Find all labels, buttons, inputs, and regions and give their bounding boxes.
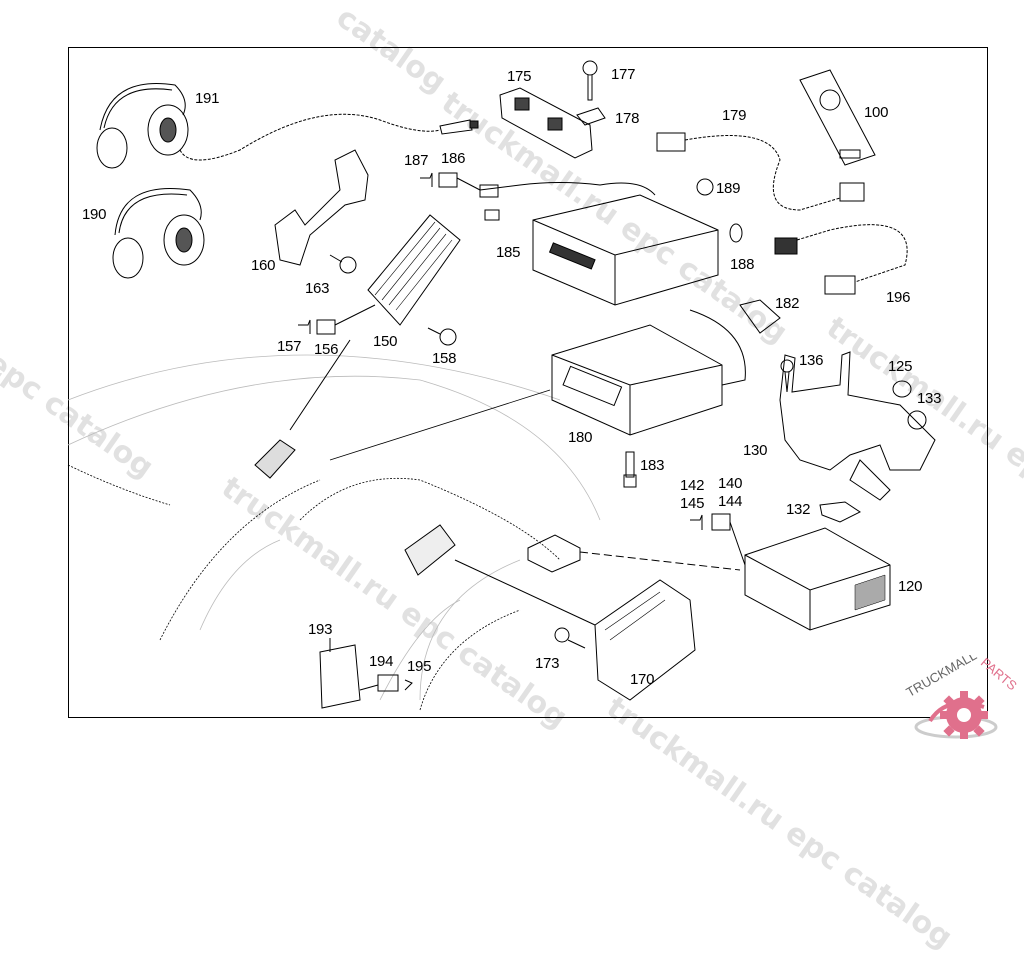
screw-177 bbox=[582, 60, 598, 101]
vehicle-dash bbox=[67, 464, 561, 711]
amplifier-150 bbox=[367, 214, 461, 326]
cable-196 bbox=[774, 224, 908, 295]
callout-170[interactable]: 170 bbox=[630, 671, 655, 688]
callout-120[interactable]: 120 bbox=[898, 578, 923, 595]
callout-178[interactable]: 178 bbox=[615, 110, 640, 127]
bolt-163 bbox=[329, 254, 357, 274]
callout-145[interactable]: 145 bbox=[680, 495, 705, 512]
cable-179 bbox=[656, 132, 865, 211]
callout-132[interactable]: 132 bbox=[786, 501, 811, 518]
pad-132 bbox=[819, 501, 861, 523]
callout-173[interactable]: 173 bbox=[535, 655, 560, 672]
callout-189[interactable]: 189 bbox=[716, 180, 741, 197]
wiring-harness-185 bbox=[479, 182, 656, 196]
nut-125 bbox=[892, 380, 912, 398]
callout-195[interactable]: 195 bbox=[407, 658, 432, 675]
clip-178 bbox=[576, 107, 606, 126]
control-unit-170 bbox=[594, 579, 696, 701]
callout-190[interactable]: 190 bbox=[82, 206, 107, 223]
callout-150[interactable]: 150 bbox=[373, 333, 398, 350]
bracket-130 bbox=[779, 351, 936, 501]
amplifier-installed bbox=[254, 439, 296, 479]
logo-text-parts: PARTS bbox=[978, 655, 1020, 693]
callout-163[interactable]: 163 bbox=[305, 280, 330, 297]
callout-177[interactable]: 177 bbox=[611, 66, 636, 83]
module-193 bbox=[319, 638, 361, 709]
callout-156[interactable]: 156 bbox=[314, 341, 339, 358]
headphones-190 bbox=[112, 188, 205, 279]
connector-156 bbox=[298, 304, 376, 335]
callout-193[interactable]: 193 bbox=[308, 621, 333, 638]
bolt-173 bbox=[554, 627, 586, 649]
callout-187[interactable]: 187 bbox=[404, 152, 429, 169]
parts-illustration bbox=[67, 60, 936, 711]
callout-196[interactable]: 196 bbox=[886, 289, 911, 306]
callout-157[interactable]: 157 bbox=[277, 338, 302, 355]
callout-183[interactable]: 183 bbox=[640, 457, 665, 474]
callout-136[interactable]: 136 bbox=[799, 352, 824, 369]
callout-182[interactable]: 182 bbox=[775, 295, 800, 312]
gear-logo-icon: TRUCKMALL PARTS bbox=[904, 655, 1020, 739]
antenna-module bbox=[527, 534, 581, 573]
callout-144[interactable]: 144 bbox=[718, 493, 743, 510]
vehicle-outline bbox=[67, 354, 601, 701]
panel-175 bbox=[499, 87, 593, 159]
callout-180[interactable]: 180 bbox=[568, 429, 593, 446]
callout-100[interactable]: 100 bbox=[864, 104, 889, 121]
callout-191[interactable]: 191 bbox=[195, 90, 220, 107]
callout-125[interactable]: 125 bbox=[888, 358, 913, 375]
callout-158[interactable]: 158 bbox=[432, 350, 457, 367]
bolt-158 bbox=[427, 327, 457, 346]
diagram-frame bbox=[68, 47, 988, 718]
screw-136 bbox=[780, 359, 794, 393]
callout-186[interactable]: 186 bbox=[441, 150, 466, 167]
callout-175[interactable]: 175 bbox=[507, 68, 532, 85]
callout-142[interactable]: 142 bbox=[680, 477, 705, 494]
callout-133[interactable]: 133 bbox=[917, 390, 942, 407]
control-unit-installed bbox=[404, 524, 456, 576]
remote-100 bbox=[799, 69, 876, 166]
nut-133 bbox=[907, 410, 927, 430]
callout-140[interactable]: 140 bbox=[718, 475, 743, 492]
bolt-183 bbox=[623, 451, 637, 488]
headphones-191 bbox=[96, 83, 479, 169]
bracket-160 bbox=[274, 149, 369, 266]
callout-185[interactable]: 185 bbox=[496, 244, 521, 261]
callout-130[interactable]: 130 bbox=[743, 442, 768, 459]
washer-188 bbox=[729, 223, 743, 243]
connector-186 bbox=[420, 172, 481, 191]
callout-160[interactable]: 160 bbox=[251, 257, 276, 274]
clip-182 bbox=[739, 299, 781, 334]
callout-194[interactable]: 194 bbox=[369, 653, 394, 670]
grommet-189 bbox=[696, 178, 714, 196]
nav-unit-120 bbox=[744, 527, 891, 631]
callout-179[interactable]: 179 bbox=[722, 107, 747, 124]
callout-188[interactable]: 188 bbox=[730, 256, 755, 273]
cd-changer-180 bbox=[551, 309, 746, 436]
connector-140 bbox=[690, 513, 746, 566]
connector-194 bbox=[359, 674, 413, 692]
cd-radio-185 bbox=[532, 194, 719, 306]
